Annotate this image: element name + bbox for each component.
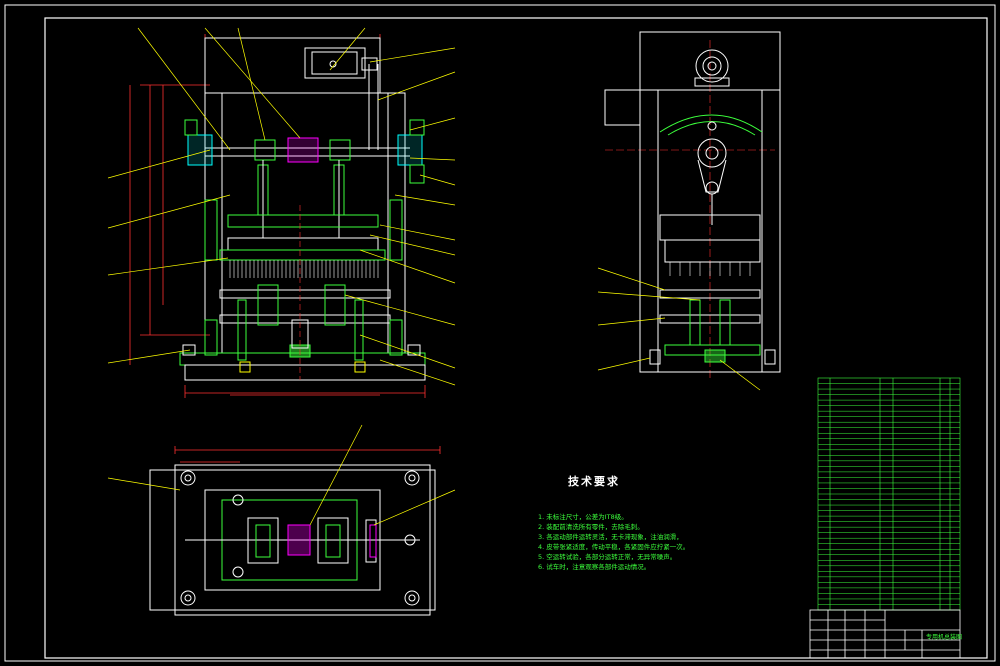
front-view (129, 34, 426, 398)
note-line-1: 1. 未标注尺寸，公差为IT8级。 (538, 513, 628, 521)
note-line-6: 6. 试车时，注意观察各部件运动情况。 (538, 563, 651, 571)
top-view (149, 446, 441, 616)
inner-frame (44, 17, 988, 659)
title-block (809, 609, 961, 659)
top-view-leaders (107, 424, 456, 526)
bom-rows (818, 383, 960, 605)
side-view-leaders (597, 267, 761, 391)
notes-title: 技术要求 (568, 475, 620, 488)
front-view-leaders (107, 27, 456, 386)
note-line-5: 5. 空运转试验，各部分运转正常，无异常噪声。 (538, 553, 677, 561)
outer-border (4, 4, 996, 662)
title-block-name: 专用机总装图 (926, 634, 963, 641)
side-view (604, 31, 781, 380)
note-line-3: 3. 各运动部件运转灵活，无卡滞现象，注油润滑， (538, 533, 683, 541)
note-line-2: 2. 装配前清洗所有零件，去除毛刺。 (538, 523, 644, 531)
note-line-4: 4. 皮带张紧适度，传动平稳，各紧固件应拧紧一次。 (538, 543, 690, 551)
